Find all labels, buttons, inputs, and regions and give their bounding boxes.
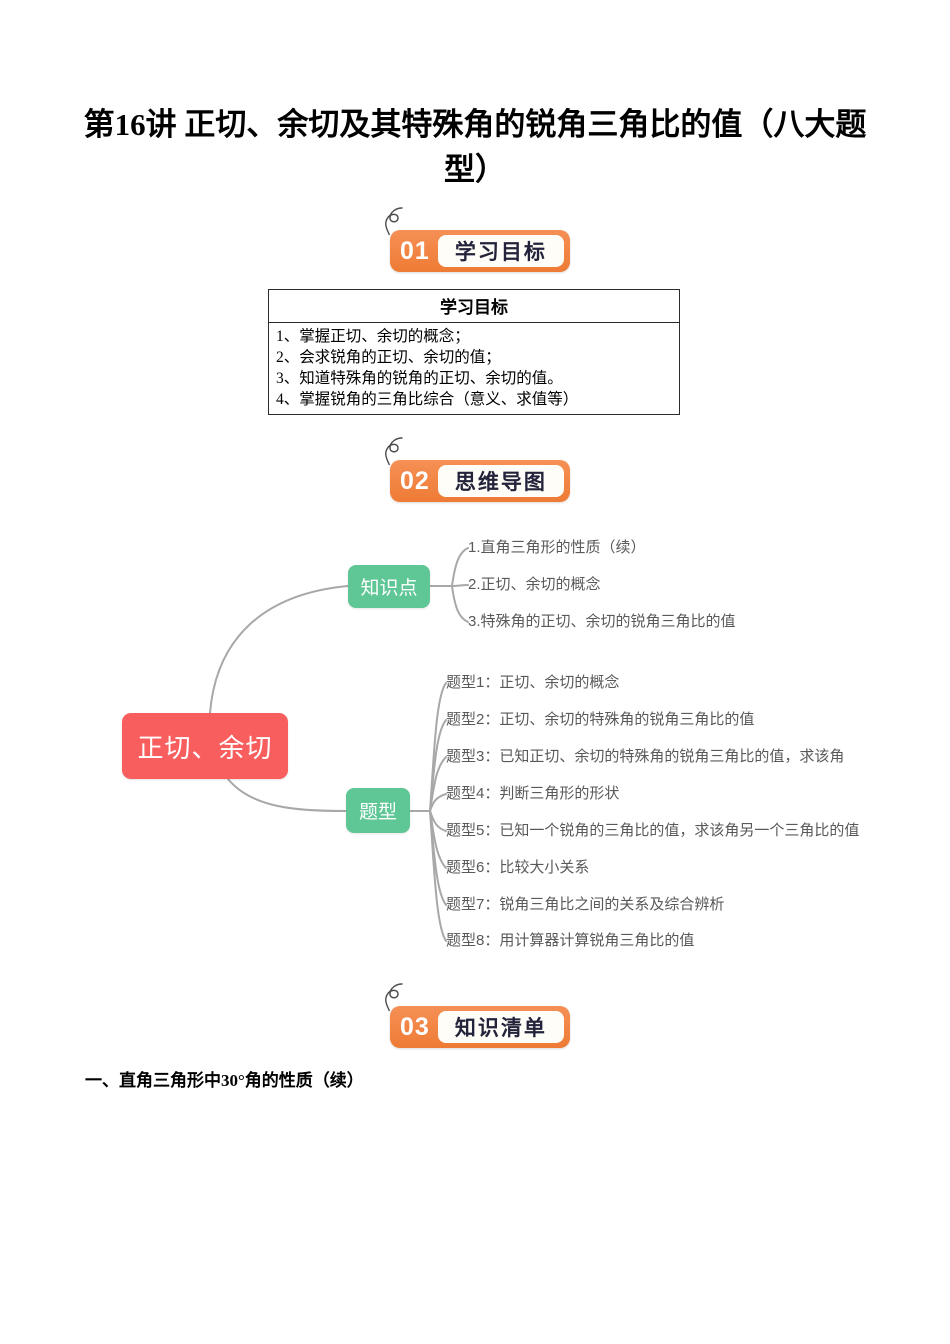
mindmap: 正切、余切 知识点 题型 1.直角三角形的性质（续） 2.正切、余切的概念 3.… bbox=[0, 520, 950, 980]
page-title-line-2: 型） bbox=[444, 152, 506, 187]
mindmap-node-topics: 题型 bbox=[346, 788, 410, 833]
section-badge-02: 02 思维导图 bbox=[385, 437, 570, 502]
objectives-table: 学习目标 1、掌握正切、余切的概念； 2、会求锐角的正切、余切的值； 3、知道特… bbox=[268, 289, 680, 415]
knowledge-item-1: 1.直角三角形的性质（续） bbox=[468, 539, 646, 556]
topic-item-7: 题型7：锐角三角比之间的关系及综合辨析 bbox=[446, 896, 725, 913]
topic-item-1: 题型1：正切、余切的概念 bbox=[446, 674, 620, 691]
section-badge-01: 01 学习目标 bbox=[385, 207, 570, 272]
topic-item-3: 题型3：已知正切、余切的特殊角的锐角三角比的值，求该角 bbox=[446, 748, 845, 765]
objectives-table-header: 学习目标 bbox=[268, 289, 680, 323]
topic-item-8: 题型8：用计算器计算锐角三角比的值 bbox=[446, 932, 695, 949]
objective-item-2: 2、会求锐角的正切、余切的值； bbox=[276, 349, 501, 366]
objectives-table-body: 1、掌握正切、余切的概念； 2、会求锐角的正切、余切的值； 3、知道特殊角的锐角… bbox=[268, 322, 680, 415]
section-number: 03 bbox=[400, 1012, 430, 1041]
section-label: 思维导图 bbox=[437, 465, 564, 497]
objective-item-4: 4、掌握锐角的三角比综合（意义、求值等） bbox=[276, 391, 579, 408]
badge-box: 01 学习目标 bbox=[390, 230, 570, 272]
badge-box: 03 知识清单 bbox=[390, 1006, 570, 1048]
topic-item-6: 题型6：比较大小关系 bbox=[446, 859, 590, 876]
topic-item-5: 题型5：已知一个锐角的三角比的值，求该角另一个三角比的值 bbox=[446, 822, 860, 839]
knowledge-item-2: 2.正切、余切的概念 bbox=[468, 576, 601, 593]
mindmap-root-node: 正切、余切 bbox=[122, 713, 288, 779]
knowledge-section-heading: 一、直角三角形中30°角的性质（续） bbox=[85, 1071, 364, 1090]
badge-box: 02 思维导图 bbox=[390, 460, 570, 502]
section-number: 02 bbox=[400, 466, 430, 495]
objective-item-1: 1、掌握正切、余切的概念； bbox=[276, 328, 470, 345]
mindmap-connectors bbox=[209, 547, 469, 942]
mindmap-node-knowledge: 知识点 bbox=[348, 565, 430, 608]
topic-item-2: 题型2：正切、余切的特殊角的锐角三角比的值 bbox=[446, 711, 755, 728]
topic-item-4: 题型4：判断三角形的形状 bbox=[446, 785, 620, 802]
section-number: 01 bbox=[400, 236, 430, 265]
knowledge-item-3: 3.特殊角的正切、余切的锐角三角比的值 bbox=[468, 613, 736, 630]
page-title: 第16讲 正切、余切及其特殊角的锐角三角比的值（八大题型） bbox=[0, 102, 950, 192]
section-badge-03: 03 知识清单 bbox=[385, 983, 570, 1048]
page-title-line-1: 第16讲 正切、余切及其特殊角的锐角三角比的值（八大题 bbox=[83, 107, 867, 142]
section-label: 知识清单 bbox=[437, 1011, 564, 1043]
objective-item-3: 3、知道特殊角的锐角的正切、余切的值。 bbox=[276, 370, 563, 387]
section-label: 学习目标 bbox=[437, 235, 564, 267]
